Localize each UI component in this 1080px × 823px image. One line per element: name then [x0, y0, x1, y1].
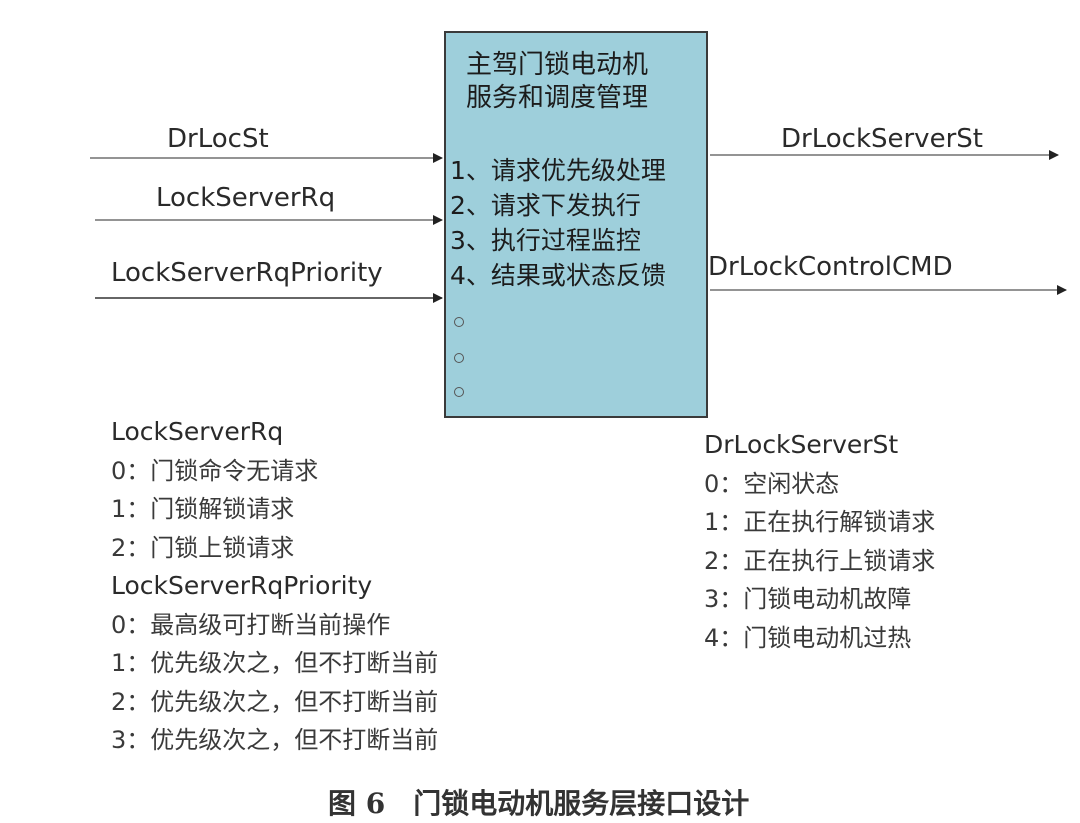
- legend-drlockserverst-item: 0：空闲状态: [704, 469, 840, 498]
- process-step-1: 1、请求优先级处理: [450, 156, 666, 185]
- process-step-3: 3、执行过程监控: [450, 226, 641, 255]
- ellipsis-dot: [454, 317, 464, 327]
- legend-drlockserverst-item: 3：门锁电动机故障: [704, 585, 912, 613]
- legend-priority-item: 3：优先级次之，但不打断当前: [111, 726, 439, 754]
- legend-drlockserverst-item: 1：正在执行解锁请求: [704, 508, 936, 536]
- legend-left: LockServerRq 0：门锁命令无请求 1：门锁解锁请求 2：门锁上锁请求…: [111, 413, 438, 760]
- legend-drlockserverst-item: 2：正在执行上锁请求: [704, 546, 936, 575]
- process-steps: 1、请求优先级处理 2、请求下发执行 3、执行过程监控 4、结果或状态反馈: [450, 153, 666, 293]
- legend-drlockserverst-title: DrLockServerSt: [704, 430, 899, 459]
- legend-lockserverrq-title: LockServerRq: [111, 417, 284, 446]
- legend-right: DrLockServerSt 0：空闲状态 1：正在执行解锁请求 2：正在执行上…: [704, 426, 935, 657]
- input-label-lockserverrqpriority: LockServerRqPriority: [111, 258, 383, 288]
- process-title-line-2: 服务和调度管理: [466, 83, 649, 113]
- input-label-drlocst: DrLocSt: [167, 124, 269, 154]
- legend-priority-title: LockServerRqPriority: [111, 571, 373, 600]
- legend-priority-item: 1：优先级次之，但不打断当前: [111, 649, 439, 677]
- process-step-2: 2、请求下发执行: [450, 191, 641, 220]
- process-box: 主驾门锁电动机 服务和调度管理 1、请求优先级处理 2、请求下发执行 3、执行过…: [444, 31, 708, 418]
- legend-priority-item: 0：最高级可打断当前操作: [111, 610, 391, 639]
- ellipsis-dot: [454, 353, 464, 363]
- process-box-title: 主驾门锁电动机 服务和调度管理: [466, 49, 648, 115]
- output-label-drlockcontrolcmd: DrLockControlCMD: [708, 252, 953, 282]
- figure-caption: 图 6 门锁电动机服务层接口设计: [328, 787, 750, 820]
- process-step-4: 4、结果或状态反馈: [450, 261, 666, 290]
- legend-lockserverrq-item: 1：门锁解锁请求: [111, 495, 295, 523]
- legend-drlockserverst-item: 4：门锁电动机过热: [704, 623, 912, 652]
- process-title-line-1: 主驾门锁电动机: [466, 50, 649, 80]
- legend-lockserverrq-item: 0：门锁命令无请求: [111, 456, 319, 485]
- output-label-drlockserverst: DrLockServerSt: [781, 124, 983, 154]
- legend-lockserverrq-item: 2：门锁上锁请求: [111, 533, 295, 562]
- ellipsis-dot: [454, 387, 464, 397]
- input-label-lockserverrq: LockServerRq: [156, 183, 336, 213]
- legend-priority-item: 2：优先级次之，但不打断当前: [111, 687, 439, 716]
